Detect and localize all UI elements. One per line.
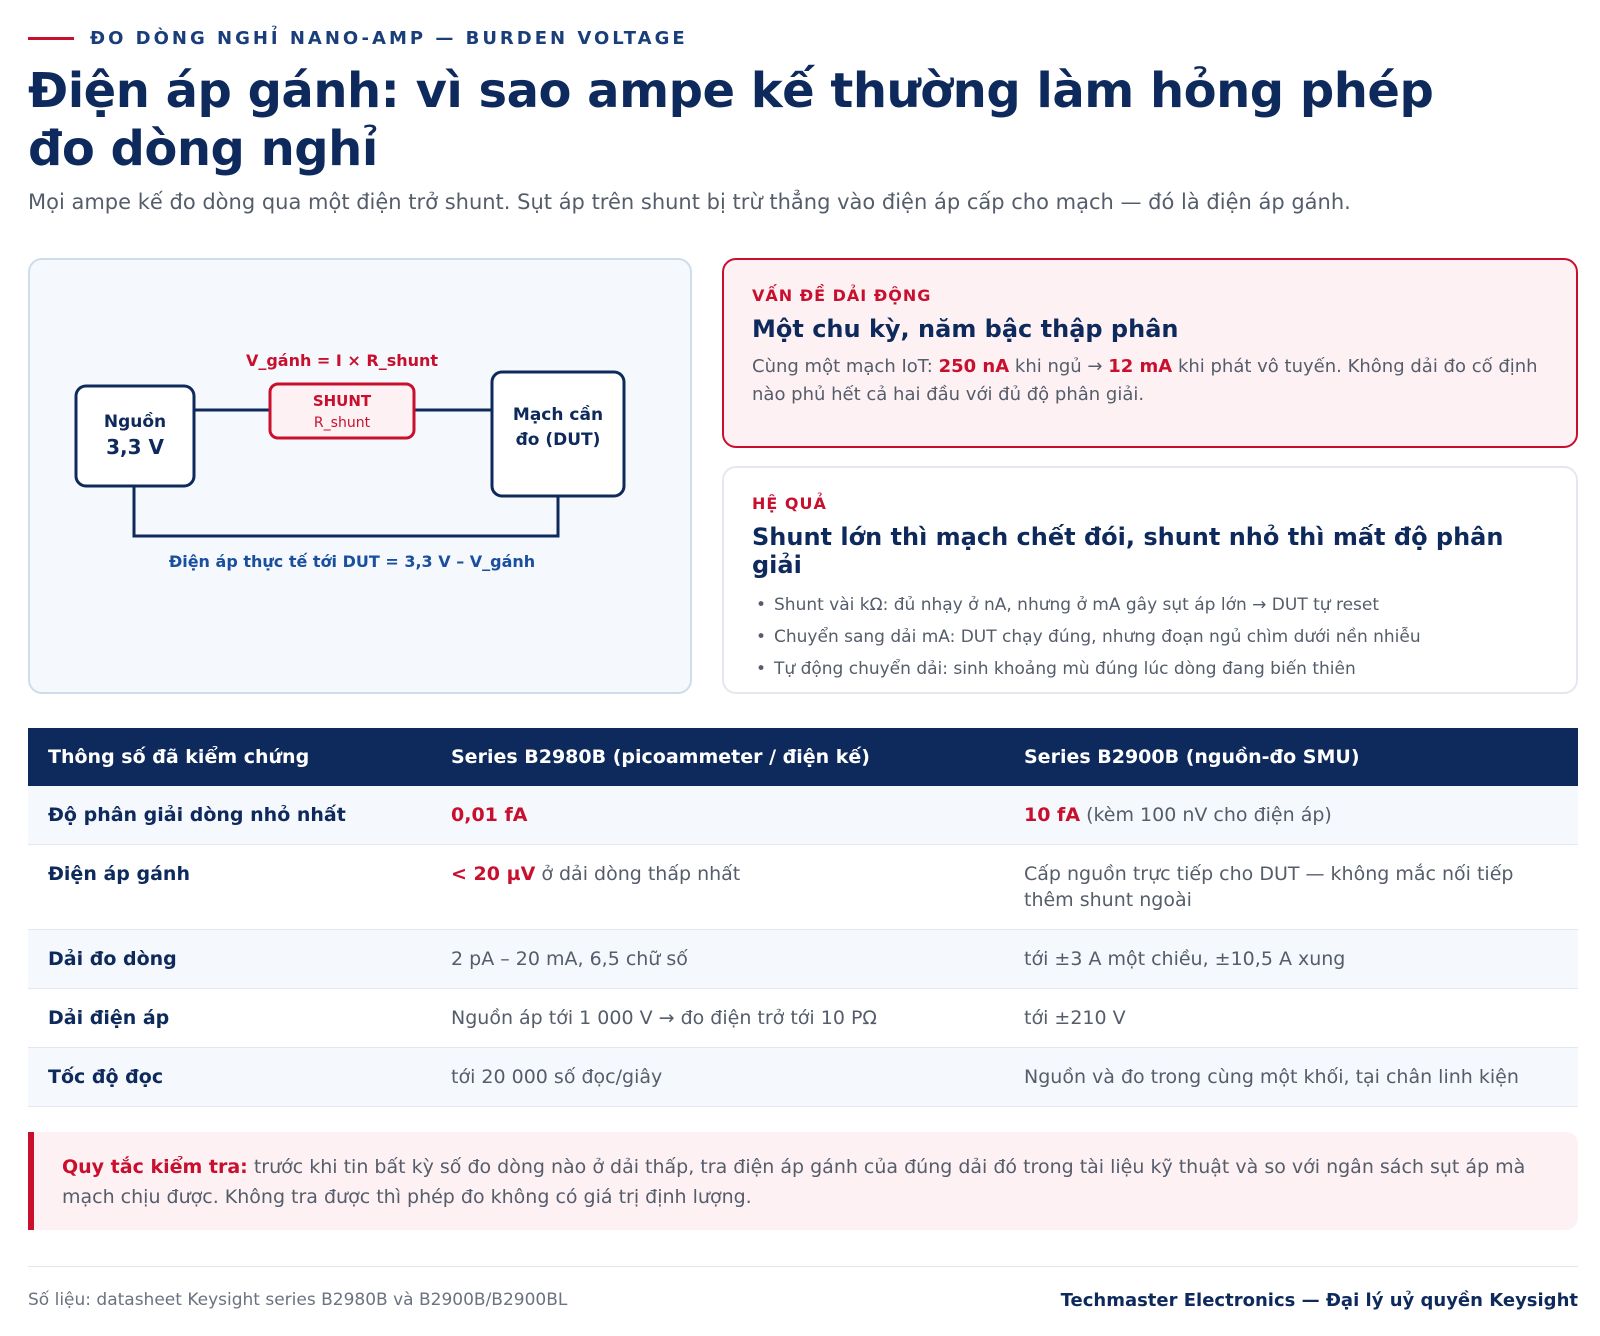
table-header-cell: Series B2900B (nguồn-đo SMU) — [1004, 728, 1578, 786]
b2980-cell: tới 20 000 số đọc/giây — [431, 1047, 1004, 1107]
diagram-caption: Điện áp thực tế tới DUT = 3,3 V – V_gánh — [169, 552, 535, 571]
problem-text-part: khi phát vô tuyến. Không dải đo cố định … — [752, 356, 1538, 405]
source-box — [74, 384, 196, 488]
list-item: Chuyển sang dải mA: DUT chạy đúng, nhưng… — [752, 621, 1548, 653]
table-row: Độ phân giải dòng nhỏ nhất 0,01 fA 10 fA… — [28, 786, 1578, 845]
dynamic-range-card: VẤN ĐỀ DẢI ĐỘNG Một chu kỳ, năm bậc thập… — [722, 258, 1578, 448]
row-label: Tốc độ đọc — [28, 1047, 431, 1107]
cell-text: tới ±3 A một chiều, ±10,5 A xung — [1024, 948, 1346, 970]
row-label: Độ phân giải dòng nhỏ nhất — [28, 786, 431, 845]
footer-divider — [28, 1266, 1578, 1267]
cell-text: (kèm 100 nV cho điện áp) — [1080, 804, 1332, 826]
table-row: Tốc độ đọc tới 20 000 số đọc/giây Nguồn … — [28, 1047, 1578, 1107]
shunt-box — [268, 382, 416, 440]
consequence-card: HỆ QUẢ Shunt lớn thì mạch chết đói, shun… — [722, 466, 1578, 694]
dut-label-line2: đo (DUT) — [516, 430, 601, 450]
b2900-cell: Nguồn và đo trong cùng một khối, tại châ… — [1004, 1047, 1578, 1107]
b2900-cell: tới ±3 A một chiều, ±10,5 A xung — [1004, 929, 1578, 989]
b2980-cell: Nguồn áp tới 1 000 V → đo điện trở tới 1… — [431, 988, 1004, 1048]
dut-label-line1: Mạch cần — [513, 404, 603, 425]
spec-comparison-table: Thông số đã kiểm chứng Series B2980B (pi… — [28, 728, 1578, 1107]
verification-rule-callout: Quy tắc kiểm tra: trước khi tin bất kỳ s… — [28, 1132, 1578, 1230]
wire-return — [132, 486, 560, 538]
sleep-current-value: 250 nA — [938, 356, 1010, 377]
row-label: Điện áp gánh — [28, 844, 431, 930]
table-row: Dải đo dòng 2 pA – 20 mA, 6,5 chữ số tới… — [28, 929, 1578, 989]
circuit-diagram-card: Nguồn 3,3 V V_gánh = I × R_shunt SHUNT R… — [28, 258, 692, 694]
footer-source: Số liệu: datasheet Keysight series B2980… — [28, 1290, 568, 1310]
kicker-accent-line — [28, 37, 74, 40]
table-header-cell: Thông số đã kiểm chứng — [28, 728, 431, 786]
rule-label: Quy tắc kiểm tra: — [62, 1156, 248, 1178]
problem-text: Cùng một mạch IoT: 250 nA khi ngủ → 12 m… — [752, 353, 1548, 409]
effect-kicker: HỆ QUẢ — [752, 494, 827, 513]
b2980-cell: < 20 µV ở dải dòng thấp nhất — [431, 844, 1004, 930]
problem-text-part: khi ngủ → — [1009, 356, 1109, 377]
b2980-cell: 0,01 fA — [431, 786, 1004, 845]
shunt-label: SHUNT — [313, 392, 372, 410]
kicker-text: ĐO DÒNG NGHỈ NANO-AMP — BURDEN VOLTAGE — [90, 28, 688, 49]
table-row: Điện áp gánh < 20 µV ở dải dòng thấp nhấ… — [28, 844, 1578, 930]
problem-title: Một chu kỳ, năm bậc thập phân — [752, 315, 1179, 343]
source-value: 3,3 V — [106, 435, 164, 459]
cell-text: Nguồn và đo trong cùng một khối, tại châ… — [1024, 1066, 1519, 1088]
table-header-row: Thông số đã kiểm chứng Series B2980B (pi… — [28, 728, 1578, 786]
problem-text-part: Cùng một mạch IoT: — [752, 356, 939, 377]
cell-text: tới 20 000 số đọc/giây — [451, 1066, 663, 1088]
circuit-diagram: Nguồn 3,3 V V_gánh = I × R_shunt SHUNT R… — [74, 351, 626, 571]
dut-box — [490, 370, 626, 498]
effect-bullets: Shunt vài kΩ: đủ nhạy ở nA, nhưng ở mA g… — [752, 589, 1548, 685]
row-label: Dải điện áp — [28, 988, 431, 1048]
burden-formula: V_gánh = I × R_shunt — [246, 351, 438, 370]
b2900-cell: Cấp nguồn trực tiếp cho DUT — không mắc … — [1004, 844, 1578, 930]
problem-kicker: VẤN ĐỀ DẢI ĐỘNG — [752, 286, 932, 305]
highlight-value: 10 fA — [1024, 804, 1081, 826]
page-title: Điện áp gánh: vì sao ampe kế thường làm … — [28, 63, 1434, 177]
cell-text: ở dải dòng thấp nhất — [535, 863, 741, 885]
cell-text: Nguồn áp tới 1 000 V → đo điện trở tới 1… — [451, 1007, 877, 1029]
b2900-cell: tới ±210 V — [1004, 988, 1578, 1048]
list-item: Shunt vài kΩ: đủ nhạy ở nA, nhưng ở mA g… — [752, 589, 1548, 621]
table-row: Dải điện áp Nguồn áp tới 1 000 V → đo đi… — [28, 988, 1578, 1048]
row-label: Dải đo dòng — [28, 929, 431, 989]
page-subtitle: Mọi ampe kế đo dòng qua một điện trở shu… — [28, 190, 1351, 214]
header-kicker: ĐO DÒNG NGHỈ NANO-AMP — BURDEN VOLTAGE — [28, 28, 688, 49]
b2900-cell: 10 fA (kèm 100 nV cho điện áp) — [1004, 786, 1578, 845]
highlight-value: 0,01 fA — [451, 804, 528, 826]
effect-title: Shunt lớn thì mạch chết đói, shunt nhỏ t… — [752, 523, 1504, 579]
list-item: Tự động chuyển dải: sinh khoảng mù đúng … — [752, 653, 1548, 685]
source-label: Nguồn — [104, 411, 166, 432]
b2980-cell: 2 pA – 20 mA, 6,5 chữ số — [431, 929, 1004, 989]
highlight-value: < 20 µV — [451, 863, 536, 885]
table-header-cell: Series B2980B (picoammeter / điện kế) — [431, 728, 1004, 786]
cell-text: tới ±210 V — [1024, 1007, 1126, 1029]
footer-brand: Techmaster Electronics — Đại lý uỷ quyền… — [1060, 1290, 1578, 1311]
shunt-sub-label: R_shunt — [314, 415, 371, 431]
cell-text: 2 pA – 20 mA, 6,5 chữ số — [451, 948, 688, 970]
radio-current-value: 12 mA — [1108, 356, 1173, 377]
rule-text: trước khi tin bất kỳ số đo dòng nào ở dả… — [62, 1156, 1526, 1208]
cell-text: Cấp nguồn trực tiếp cho DUT — không mắc … — [1024, 863, 1514, 911]
